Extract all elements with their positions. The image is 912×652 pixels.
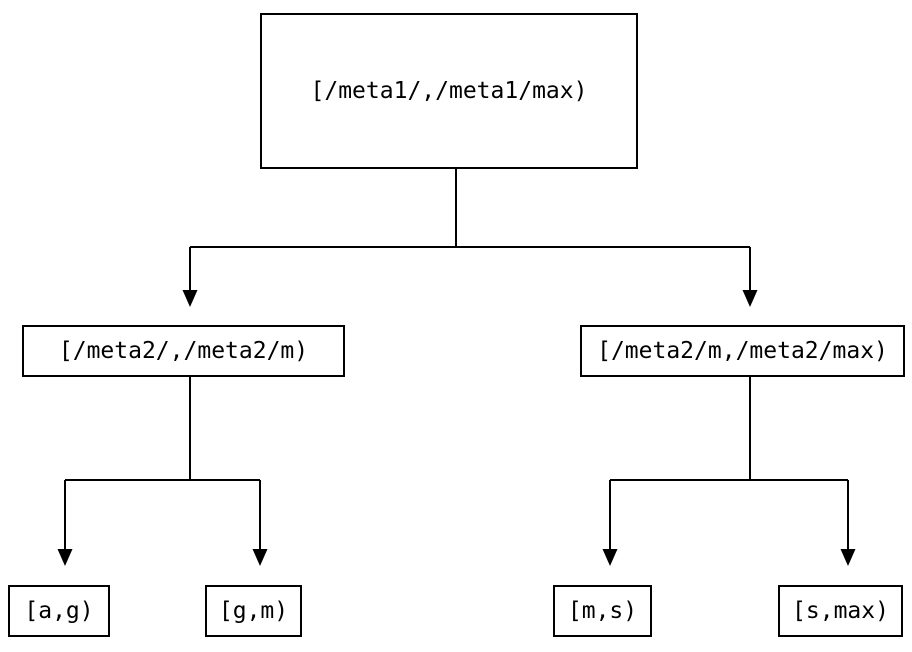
tree-node-leaf-ms: [m,s)	[553, 585, 652, 637]
arrowhead-to-mid-right	[742, 290, 758, 307]
arrowhead-to-leaf-1	[57, 549, 73, 566]
tree-node-mid-left-label: [/meta2/,/meta2/m)	[58, 337, 309, 364]
arrowhead-to-leaf-3	[602, 549, 618, 566]
edge-mid-left-to-leaves	[64, 377, 261, 550]
tree-node-leaf-ag-label: [a,g)	[24, 597, 94, 624]
arrowhead-to-leaf-2	[252, 549, 268, 566]
tree-node-mid-left: [/meta2/,/meta2/m)	[22, 325, 345, 377]
tree-node-leaf-gm: [g,m)	[205, 585, 302, 637]
tree-node-mid-right: [/meta2/m,/meta2/max)	[580, 325, 905, 377]
arrowhead-to-leaf-4	[840, 549, 856, 566]
arrowhead-to-mid-left	[182, 290, 198, 307]
tree-node-root-label: [/meta1/,/meta1/max)	[310, 77, 588, 104]
tree-node-leaf-smax-label: [s,max)	[792, 597, 889, 624]
tree-node-leaf-ag: [a,g)	[8, 585, 110, 637]
tree-node-leaf-smax: [s,max)	[778, 585, 903, 637]
tree-node-root: [/meta1/,/meta1/max)	[260, 13, 638, 169]
edge-mid-right-to-leaves	[609, 377, 849, 550]
edge-root-to-children	[189, 169, 751, 291]
tree-node-leaf-ms-label: [m,s)	[567, 597, 638, 624]
tree-node-mid-right-label: [/meta2/m,/meta2/max)	[597, 337, 888, 364]
tree-node-leaf-gm-label: [g,m)	[218, 597, 289, 624]
